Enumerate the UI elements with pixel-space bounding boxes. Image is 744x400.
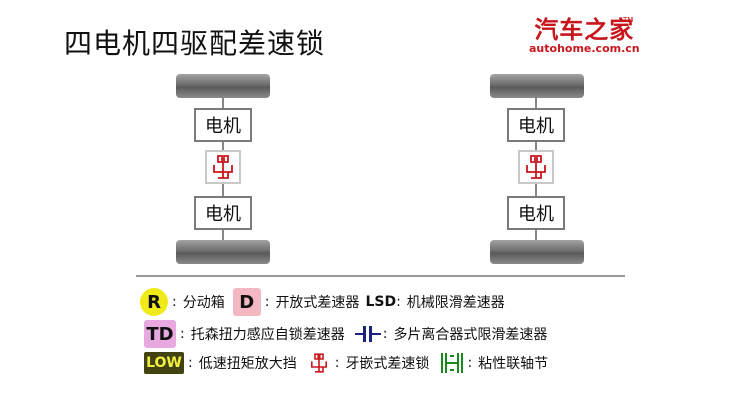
rear-tire-left (176, 240, 270, 264)
center-lock-left (205, 150, 241, 184)
motor-label: 电机 (518, 204, 554, 225)
legend-td-text: 托森扭力感应自锁差速器 (190, 327, 345, 343)
front-tire-right (490, 74, 584, 98)
rear-tire-right (490, 240, 584, 264)
legend-row-2: TD : 托森扭力感应自锁差速器 : 多片离合器式限滑差速器 (144, 320, 547, 348)
clutch-plates-icon (354, 323, 381, 345)
motor-label: 电机 (518, 116, 554, 137)
rear-motor-right: 电机 (507, 196, 565, 230)
badge-td: TD (144, 320, 176, 348)
legend-r-text: 分动箱 (182, 295, 225, 311)
motor-label: 电机 (205, 204, 241, 225)
front-motor-right: 电机 (507, 108, 565, 142)
legend-row-3: LOW : 低速扭矩放大挡 : 牙嵌式差速锁 (144, 351, 548, 375)
badge-d: D (232, 288, 261, 316)
legend-clutch-text: 多片离合器式限滑差速器 (393, 327, 548, 343)
logo-cn: 汽车之家 (534, 16, 635, 44)
badge-r: R (140, 288, 168, 316)
legend-row-1: R : 分动箱 D : 开放式差速器 LSD : 机械限滑差速器 (140, 288, 505, 316)
badge-lsd: LSD (365, 294, 397, 310)
legend-lock-text: 牙嵌式差速锁 (345, 356, 430, 372)
legend-d-text: 开放式差速器 (275, 295, 360, 311)
badge-low: LOW (144, 352, 184, 374)
autohome-logo: 汽车之家 autohome.com.cn (529, 18, 640, 54)
locking-diff-icon (305, 351, 333, 375)
motor-label: 电机 (205, 116, 241, 137)
legend-low-text: 低速扭矩放大挡 (198, 356, 297, 372)
rear-motor-left: 电机 (194, 196, 252, 230)
legend-lsd-text: 机械限滑差速器 (406, 295, 505, 311)
locking-diff-icon (526, 155, 546, 179)
viscous-coupling-icon (439, 351, 465, 375)
locking-diff-icon (213, 155, 233, 179)
legend-divider (136, 275, 625, 277)
legend-coupling-text: 粘性联轴节 (478, 356, 549, 372)
logo-trademark: TM (623, 16, 634, 24)
front-motor-left: 电机 (194, 108, 252, 142)
page-title: 四电机四驱配差速锁 (64, 27, 326, 60)
center-lock-right (518, 150, 554, 184)
logo-en: autohome.com.cn (529, 42, 640, 55)
front-tire-left (176, 74, 270, 98)
